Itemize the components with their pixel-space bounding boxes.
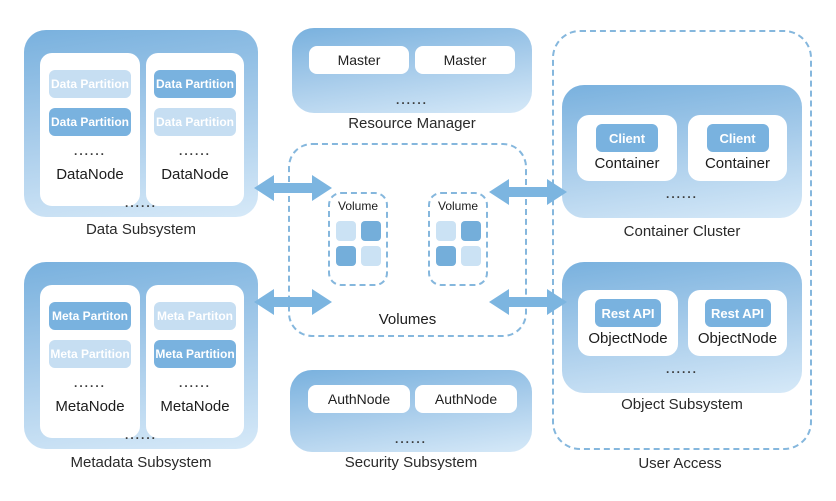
metanode-box: Meta Partiton Meta Partition ...... Meta… bbox=[40, 285, 140, 438]
ellipsis-dots: ...... bbox=[665, 362, 698, 376]
double-arrow-icon bbox=[489, 289, 567, 315]
ellipsis-dots: ...... bbox=[73, 376, 106, 390]
rest-api-chip: Rest API bbox=[595, 299, 661, 327]
volume-block bbox=[435, 221, 456, 241]
datanode-label: DataNode bbox=[56, 166, 124, 183]
rest-api-chip: Rest API bbox=[704, 299, 771, 327]
ellipsis-dots: ...... bbox=[665, 187, 698, 201]
objectnode-label: ObjectNode bbox=[697, 330, 778, 347]
objectnode-label: ObjectNode bbox=[588, 330, 668, 347]
container-node-label: Container bbox=[594, 155, 660, 172]
client-chip: Client bbox=[706, 124, 769, 152]
ellipsis-dots: ...... bbox=[124, 196, 157, 210]
container-cluster-label: Container Cluster bbox=[623, 223, 741, 240]
security-subsystem-label: Security Subsystem bbox=[344, 454, 478, 471]
datanode-label: DataNode bbox=[161, 166, 229, 183]
client-chip: Client bbox=[596, 124, 658, 152]
volume-block bbox=[360, 221, 381, 241]
meta-partition-chip: Meta Partition bbox=[154, 340, 236, 368]
volume-label: Volume bbox=[437, 199, 479, 213]
container-cluster-container: Client Container Client Container ...... bbox=[562, 85, 802, 218]
objectnode-box: Rest API ObjectNode bbox=[688, 290, 787, 356]
double-arrow-icon bbox=[254, 289, 332, 315]
volume-block bbox=[335, 221, 356, 241]
ellipsis-dots: ...... bbox=[124, 428, 157, 442]
container-node-box: Client Container bbox=[688, 115, 787, 181]
container-node-box: Client Container bbox=[577, 115, 677, 181]
resource-manager-label: Resource Manager bbox=[348, 115, 476, 132]
user-access-group bbox=[552, 30, 812, 450]
authnode-box: AuthNode bbox=[308, 385, 410, 413]
master-box: Master bbox=[309, 46, 409, 74]
resource-manager-container: Master Master ...... bbox=[292, 28, 532, 113]
metadata-subsystem-container: Meta Partiton Meta Partition ...... Meta… bbox=[24, 262, 258, 449]
datanode-box: Data Partition Data Partition ...... Dat… bbox=[40, 53, 140, 206]
metanode-box: Meta Partiton Meta Partition ...... Meta… bbox=[146, 285, 244, 438]
double-arrow-icon bbox=[489, 179, 567, 205]
volume-block-grid bbox=[335, 221, 381, 266]
meta-partition-chip: Meta Partition bbox=[49, 340, 131, 368]
container-node-label: Container bbox=[704, 155, 771, 172]
ellipsis-dots: ...... bbox=[73, 144, 106, 158]
volumes-group: Volume Volume Volumes bbox=[288, 143, 527, 337]
volume-block bbox=[460, 221, 481, 241]
volume-box: Volume bbox=[328, 192, 388, 286]
volume-block bbox=[435, 246, 456, 266]
volumes-label: Volumes bbox=[378, 311, 437, 328]
meta-partition-chip: Meta Partiton bbox=[49, 302, 131, 330]
meta-partition-chip: Meta Partiton bbox=[154, 302, 236, 330]
security-subsystem-container: AuthNode AuthNode ...... bbox=[290, 370, 532, 452]
metanode-label: MetaNode bbox=[160, 398, 230, 415]
volume-block-grid bbox=[435, 221, 481, 266]
volume-box: Volume bbox=[428, 192, 488, 286]
datanode-box: Data Partition Data Partition ...... Dat… bbox=[146, 53, 244, 206]
volume-block bbox=[460, 246, 481, 266]
master-box: Master bbox=[415, 46, 515, 74]
volume-block bbox=[335, 246, 356, 266]
data-partition-chip: Data Partition bbox=[49, 108, 131, 136]
user-access-label: User Access bbox=[638, 455, 722, 472]
object-subsystem-label: Object Subsystem bbox=[621, 396, 743, 413]
object-subsystem-container: Rest API ObjectNode Rest API ObjectNode … bbox=[562, 262, 802, 393]
data-subsystem-container: Data Partition Data Partition ...... Dat… bbox=[24, 30, 258, 217]
ellipsis-dots: ...... bbox=[394, 432, 427, 446]
data-partition-chip: Data Partition bbox=[154, 108, 236, 136]
data-partition-chip: Data Partition bbox=[154, 70, 236, 98]
ellipsis-dots: ...... bbox=[178, 144, 211, 158]
ellipsis-dots: ...... bbox=[178, 376, 211, 390]
objectnode-box: Rest API ObjectNode bbox=[578, 290, 678, 356]
double-arrow-icon bbox=[254, 175, 332, 201]
metadata-subsystem-label: Metadata Subsystem bbox=[70, 454, 212, 471]
volume-label: Volume bbox=[337, 199, 379, 213]
metanode-label: MetaNode bbox=[55, 398, 125, 415]
data-partition-chip: Data Partition bbox=[49, 70, 131, 98]
data-subsystem-label: Data Subsystem bbox=[85, 221, 197, 238]
volume-block bbox=[360, 246, 381, 266]
ellipsis-dots: ...... bbox=[395, 93, 428, 107]
authnode-box: AuthNode bbox=[415, 385, 517, 413]
